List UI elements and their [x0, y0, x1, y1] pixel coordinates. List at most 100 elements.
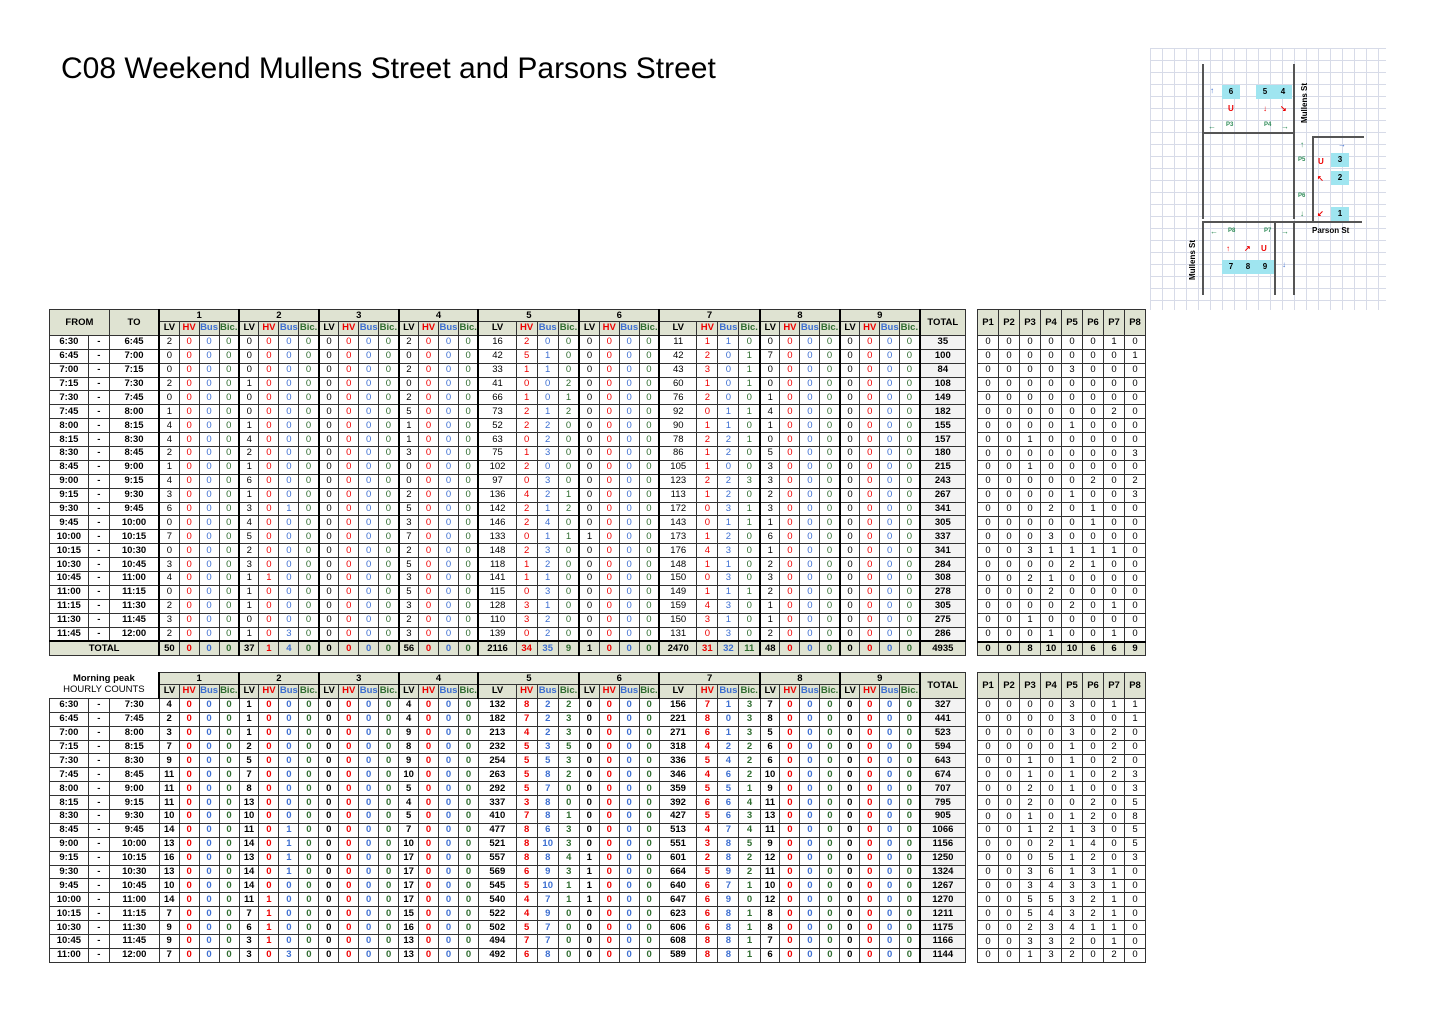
count-bic: 0 — [899, 795, 921, 811]
header-group-9: 9 — [838, 672, 921, 685]
count-bus: 0 — [879, 795, 901, 811]
count-lv: 1 — [238, 487, 260, 503]
header-group-3: 3 — [317, 309, 400, 322]
count-bic: 0 — [819, 892, 841, 908]
count-hv: 1 — [515, 446, 538, 461]
ped-count: 0 — [1124, 864, 1146, 880]
row-total: 1144 — [918, 947, 966, 963]
count-hv: 0 — [859, 934, 881, 949]
count-hv: 0 — [338, 920, 360, 936]
header-group-6: 6 — [578, 309, 660, 322]
count-bic: 0 — [557, 334, 580, 350]
count-bic: 0 — [457, 906, 479, 922]
count-bic: 0 — [457, 459, 479, 475]
header-total: TOTAL — [918, 672, 966, 699]
count-bic: 0 — [457, 753, 479, 769]
count-bus: 0 — [358, 697, 380, 713]
ped-count: 0 — [1061, 432, 1083, 448]
count-hv: 0 — [178, 334, 200, 350]
count-hv: 0 — [859, 571, 881, 586]
count-hv: 5 — [696, 753, 719, 769]
count-hv: 0 — [859, 348, 881, 364]
ped-count: 0 — [998, 585, 1020, 600]
count-hv: 1 — [696, 376, 719, 392]
header-bic: Bic. — [457, 684, 479, 699]
ped-count: 0 — [977, 348, 999, 364]
count-lv: 0 — [578, 362, 600, 378]
count-bic: 0 — [218, 711, 240, 727]
count-hv: 0 — [779, 432, 801, 448]
count-bus: 0 — [278, 529, 300, 545]
ped-total: 0 — [977, 640, 999, 657]
count-bus: 8 — [536, 795, 559, 811]
count-lv: 1 — [238, 711, 260, 727]
count-bus: 0 — [438, 598, 459, 614]
count-bic: 0 — [298, 906, 320, 922]
ped-count: 3 — [1040, 934, 1062, 950]
count-lv: 647 — [658, 892, 698, 908]
count-hv: 0 — [779, 711, 801, 727]
count-bic: 0 — [298, 473, 320, 489]
count-hv: 0 — [515, 432, 538, 448]
count-bus: 0 — [278, 739, 300, 755]
count-lv: 3 — [158, 612, 180, 628]
count-hv: 0 — [598, 725, 620, 741]
count-hv: 0 — [338, 487, 360, 503]
count-bus: 0 — [358, 725, 380, 741]
count-lv: 2 — [397, 390, 420, 406]
count-bic: 0 — [819, 725, 841, 741]
count-lv: 0 — [578, 947, 600, 963]
time-to: 9:15 — [108, 473, 160, 489]
ped-count: 3 — [1061, 892, 1083, 908]
count-lv: 141 — [477, 571, 517, 586]
count-bus: 0 — [879, 571, 901, 586]
count-hv: 0 — [859, 557, 881, 573]
count-hv: 0 — [338, 626, 360, 642]
count-hv: 0 — [338, 543, 360, 559]
row-total: 278 — [918, 584, 966, 600]
count-bus: 0 — [198, 864, 220, 880]
count-lv: 0 — [158, 348, 180, 364]
count-bus: 1 — [536, 598, 559, 614]
hourly-counts-label: HOURLY COUNTS — [63, 683, 145, 695]
count-hv: 2 — [696, 850, 719, 866]
count-hv: 0 — [178, 795, 200, 811]
count-hv: 0 — [779, 348, 801, 364]
count-lv: 0 — [317, 418, 340, 434]
count-bus: 0 — [799, 390, 821, 406]
count-lv: 5 — [397, 404, 420, 420]
count-hv: 0 — [779, 515, 801, 531]
count-hv: 0 — [258, 809, 280, 824]
count-bic: 0 — [218, 529, 240, 545]
count-bus: 2 — [717, 473, 740, 489]
count-lv: 10 — [759, 767, 781, 783]
grand-total: 4935 — [918, 640, 966, 657]
ped-count: 0 — [1061, 626, 1083, 643]
count-bic: 0 — [378, 362, 400, 378]
count-bus: 0 — [799, 418, 821, 434]
count-bus: 0 — [358, 543, 380, 559]
count-bus: 0 — [438, 809, 459, 824]
count-bus: 7 — [536, 934, 559, 949]
count-bus: 0 — [618, 418, 640, 434]
ped-count: 0 — [1040, 348, 1062, 364]
ped-count: 0 — [998, 948, 1020, 963]
ped-count: 0 — [977, 906, 999, 922]
row-total: 1175 — [918, 920, 966, 936]
count-bus: 0 — [799, 781, 821, 797]
count-hv: 0 — [258, 711, 280, 727]
count-bus: 0 — [717, 362, 740, 378]
ped-count: 0 — [998, 418, 1020, 434]
count-lv: 0 — [838, 612, 861, 628]
ped-count: 1 — [1061, 753, 1083, 769]
count-lv: 2 — [397, 362, 420, 378]
ped-count: 3 — [1082, 823, 1104, 838]
count-lv: 0 — [578, 836, 600, 852]
ped-count: 5 — [1019, 892, 1041, 908]
ped-count: 3 — [1124, 446, 1146, 462]
ped-count: 3 — [1061, 725, 1083, 741]
count-lv: 1 — [759, 543, 781, 559]
count-bic: 0 — [738, 557, 761, 573]
count-lv: 43 — [658, 362, 698, 378]
